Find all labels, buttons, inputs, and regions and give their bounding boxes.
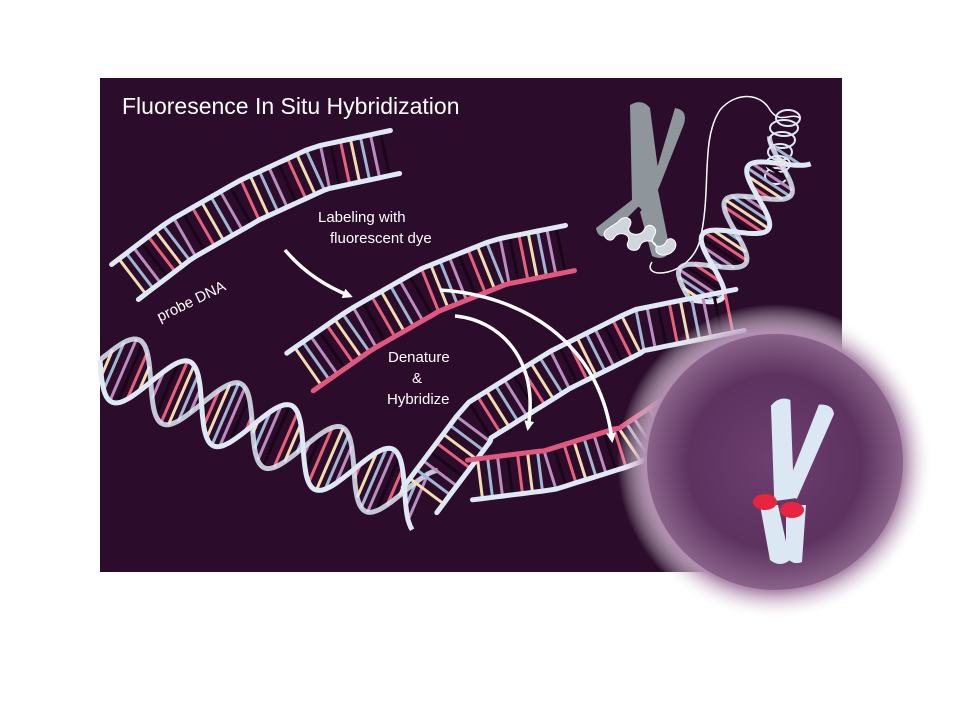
target-dna-helix [97, 336, 439, 531]
denature-label-line3: Hybridize [387, 391, 450, 408]
diagram-title: Fluoresence In Situ Hybridization [122, 93, 460, 119]
labeling-label-line1: Labeling with [318, 209, 406, 226]
labeled-probe-strand [284, 222, 577, 394]
denature-label-line2: & [412, 370, 422, 387]
labeling-label-line2: fluorescent dye [330, 230, 432, 247]
hybridize-arrow-2 [439, 288, 617, 443]
process-arrows [283, 248, 727, 511]
hybridize-arrow-1 [454, 314, 535, 431]
probe-dna-strand [109, 128, 403, 302]
metaphase-chromosome [596, 102, 685, 258]
fluorescent-signal-left [753, 494, 777, 510]
labeling-arrow [283, 248, 353, 299]
labeled-chromosome [753, 398, 834, 564]
denature-label-line1: Denature [388, 349, 450, 366]
fluorescent-signal-right [780, 502, 804, 518]
helix-right-upper [676, 136, 812, 305]
